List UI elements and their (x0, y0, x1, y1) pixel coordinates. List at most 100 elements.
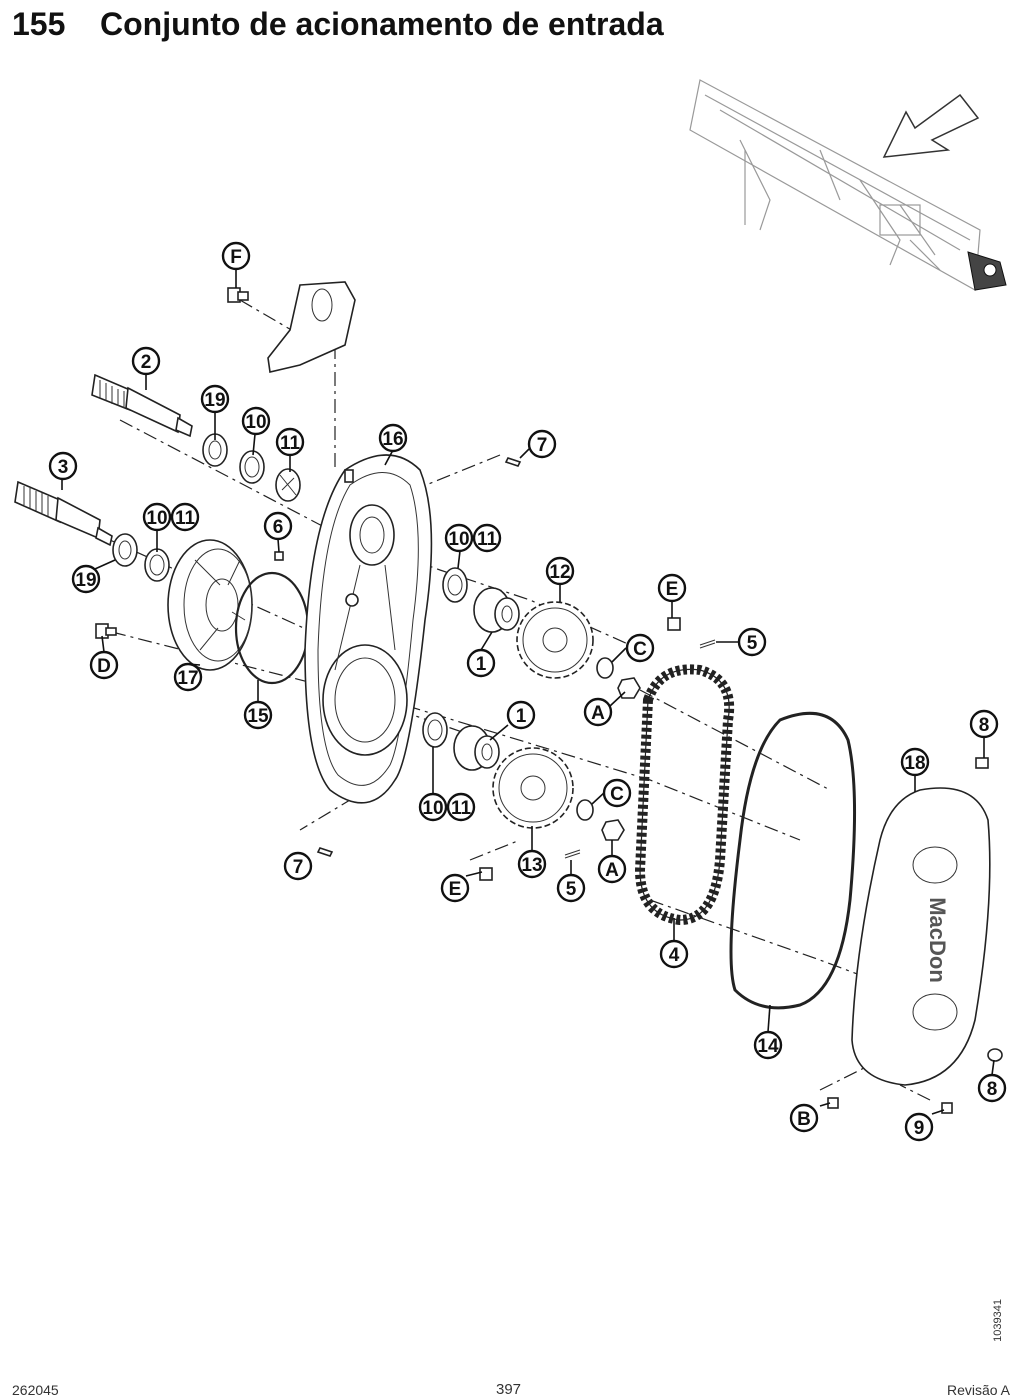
washer-c-lower (576, 799, 594, 821)
svg-text:C: C (633, 639, 647, 660)
svg-text:17: 17 (177, 668, 198, 689)
callout-a-upper: A (583, 697, 613, 727)
callout-5-lower: 5 (556, 873, 586, 903)
bearing-10-11-right-lower (422, 712, 448, 748)
callout-12: 12 (545, 556, 575, 586)
callout-19-lower: 19 (71, 564, 101, 594)
section-number: 155 (12, 6, 66, 42)
callout-15: 15 (243, 700, 273, 730)
svg-text:1: 1 (516, 706, 527, 727)
callout-c-upper: C (625, 633, 655, 663)
svg-text:10: 10 (422, 798, 443, 819)
plug-8-lower (987, 1048, 1003, 1062)
svg-text:4: 4 (669, 945, 680, 966)
svg-text:E: E (666, 579, 679, 600)
seal-19-lower (112, 533, 138, 567)
callout-5-upper: 5 (737, 627, 767, 657)
callout-19: 19 (200, 384, 230, 414)
svg-text:19: 19 (204, 390, 225, 411)
sprocket-12 (516, 601, 594, 679)
svg-text:A: A (591, 703, 605, 724)
svg-text:11: 11 (451, 798, 472, 819)
callout-8-lower: 8 (977, 1073, 1007, 1103)
callout-10-lower-left: 10 (142, 502, 172, 532)
bolt-e-upper (667, 617, 681, 631)
svg-text:5: 5 (747, 633, 758, 654)
callout-1-upper: 1 (466, 648, 496, 678)
callout-11: 11 (275, 427, 305, 457)
roller-chain-4 (634, 664, 735, 926)
svg-text:1: 1 (476, 654, 487, 675)
callout-11-lower-left: 11 (170, 502, 200, 532)
callout-10-right-upper: 10 (444, 523, 474, 553)
svg-text:10: 10 (245, 412, 266, 433)
callout-11-right-lower: 11 (446, 792, 476, 822)
housing-16 (304, 454, 433, 804)
hub-1-lower (453, 725, 500, 771)
plug-6 (274, 551, 284, 561)
shaft-2 (91, 373, 193, 438)
bolt-9 (941, 1102, 953, 1114)
bolt-e-lower (479, 867, 493, 881)
svg-text:11: 11 (477, 529, 498, 550)
callout-16: 16 (378, 423, 408, 453)
svg-text:11: 11 (175, 508, 196, 529)
page-title: Conjunto de acionamento de entrada (100, 6, 664, 42)
callout-4: 4 (659, 939, 689, 969)
callout-3: 3 (48, 451, 78, 481)
callout-10: 10 (241, 406, 271, 436)
svg-text:12: 12 (549, 562, 570, 583)
svg-text:8: 8 (979, 715, 990, 736)
callout-e-lower: E (440, 873, 470, 903)
callout-7-lower: 7 (283, 851, 313, 881)
arrow-icon (882, 93, 980, 158)
plug-8-upper (975, 757, 989, 769)
cover-18: MacDon (851, 787, 991, 1086)
callout-6: 6 (263, 511, 293, 541)
callout-8-upper: 8 (969, 709, 999, 739)
svg-text:F: F (230, 247, 242, 268)
svg-text:19: 19 (75, 570, 96, 591)
bearing-10-11-lower (144, 548, 170, 582)
callout-10-right-lower: 10 (418, 792, 448, 822)
callout-e-upper: E (657, 573, 687, 603)
svg-text:18: 18 (904, 753, 925, 774)
svg-text:13: 13 (521, 855, 542, 876)
callout-c-lower: C (602, 778, 632, 808)
mounting-bracket (267, 281, 356, 373)
sprocket-13 (492, 747, 574, 829)
svg-text:6: 6 (273, 517, 284, 538)
bearing-10-11-right-upper (442, 567, 468, 603)
callout-d: D (89, 650, 119, 680)
bolt-d (95, 623, 117, 639)
svg-text:B: B (797, 1109, 811, 1130)
svg-text:11: 11 (280, 433, 301, 454)
svg-text:D: D (97, 656, 111, 677)
svg-text:5: 5 (566, 879, 577, 900)
svg-text:14: 14 (757, 1036, 779, 1057)
callout-9: 9 (904, 1112, 934, 1142)
svg-text:10: 10 (146, 508, 167, 529)
footer-page-number: 397 (496, 1381, 522, 1398)
svg-text:15: 15 (247, 706, 269, 727)
callout-2: 2 (131, 346, 161, 376)
locator-view (689, 79, 1007, 291)
callout-14: 14 (753, 1030, 783, 1060)
svg-text:9: 9 (914, 1118, 925, 1139)
callout-18: 18 (900, 747, 930, 777)
pin-7-lower (316, 847, 334, 857)
cotter-pin-5-upper (699, 639, 716, 649)
pin-7-upper (504, 457, 522, 467)
nut-a-lower (601, 819, 625, 841)
washer-c-upper (596, 657, 614, 679)
svg-text:10: 10 (448, 529, 469, 550)
svg-text:7: 7 (537, 435, 548, 456)
callout-11-right-upper: 11 (472, 523, 502, 553)
svg-text:8: 8 (987, 1079, 998, 1100)
page-header: 155 Conjunto de acionamento de entrada (12, 6, 664, 50)
bolt-f (227, 287, 249, 303)
cover-logo-text: MacDon (925, 897, 950, 983)
svg-text:A: A (605, 860, 619, 881)
hub-1-upper (473, 587, 520, 633)
